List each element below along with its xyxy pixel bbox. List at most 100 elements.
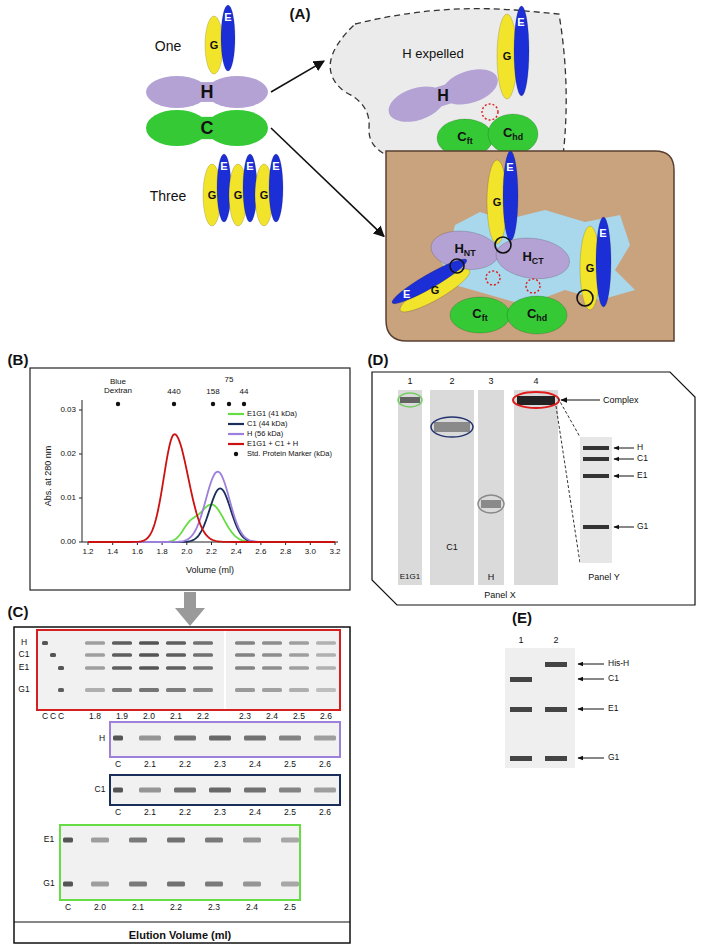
node-outline [595, 216, 612, 308]
subunit-shape [514, 6, 529, 96]
gel-band [139, 653, 159, 657]
expelled-region-outline [330, 9, 566, 165]
figure-label: E1G1 [400, 572, 420, 581]
figure-label: E1 [44, 835, 54, 845]
node-label: Chd [527, 307, 547, 322]
gel-band [235, 641, 255, 645]
gel-band [434, 422, 470, 432]
band-circle [478, 495, 504, 513]
figure-label: 2.6 [320, 712, 332, 722]
subunit-shape [388, 253, 469, 308]
figure-label: 2.2 [170, 903, 182, 913]
gel-band [289, 641, 309, 645]
standard-marker-dot [116, 402, 120, 406]
gel-band [167, 882, 185, 887]
protein-subunit-ellipse: G [399, 268, 471, 313]
legend-label: E1G1 (41 kDa) [247, 410, 297, 419]
figure-label: Panel X [484, 590, 516, 600]
node-label: H [201, 83, 214, 101]
reaction-arrow [271, 61, 324, 92]
protein-subunit-ellipse: E [502, 150, 519, 242]
gel-band [583, 474, 609, 478]
gel-band [262, 653, 282, 657]
elution-curve [88, 434, 335, 542]
protein-dumbbell: H [384, 62, 502, 129]
protein-subunit-ellipse: E [268, 153, 284, 223]
dumbbell-lobe [146, 110, 208, 146]
figure-label: C1 [95, 785, 106, 795]
figure-label: 1.9 [116, 712, 128, 722]
protein-subunit-ellipse: Cft [449, 296, 511, 334]
figure-label: 2.1 [132, 903, 144, 913]
figure-label: Panel Y [588, 572, 619, 582]
gel-band [510, 677, 532, 682]
band-circle [398, 393, 422, 407]
figure-label: C [42, 712, 48, 722]
node-outline [146, 75, 268, 109]
chart-frame [30, 368, 350, 590]
figure-label: 158 [206, 387, 219, 396]
node-label: E [220, 160, 227, 171]
figure-label: C1 [19, 650, 30, 660]
panel-letter: (E) [512, 609, 532, 626]
contact-site-dashed [526, 279, 540, 293]
gel-band [235, 688, 255, 692]
figure-label: Volume (ml) [186, 565, 234, 575]
node-outline [449, 296, 511, 334]
protein-subunit-ellipse: E [242, 153, 258, 223]
node-outline [436, 118, 494, 158]
gel-band [316, 688, 336, 692]
node-outline [513, 5, 530, 97]
y-axis [82, 400, 83, 542]
pointer-arrow [578, 679, 604, 680]
figure-label: 3 [488, 376, 493, 386]
node-label: E [403, 288, 410, 299]
node-label: HNT [454, 242, 475, 257]
gel-band [167, 838, 185, 843]
node-outline [502, 150, 519, 242]
expelled-region: H expelledGEHCftChd [325, 6, 570, 168]
legend-item [228, 414, 244, 415]
protein-subunit-ellipse: G [496, 13, 518, 100]
gel-band [139, 736, 161, 741]
figure-label: 2.4 [249, 760, 261, 770]
gel-band [314, 788, 336, 793]
gel-band [400, 397, 420, 403]
pointer-arrow [578, 709, 604, 710]
subunit-shape [396, 262, 474, 318]
node-outline [385, 150, 675, 342]
legend-item [228, 434, 244, 435]
subunit-shape [429, 227, 501, 273]
legend-item [234, 452, 238, 456]
gel-band [545, 756, 567, 761]
legend-label: E1G1 + C1 + H [247, 440, 298, 449]
figure-label: His-H [608, 659, 629, 669]
gel-band [193, 641, 213, 645]
subunit-shape [229, 164, 247, 226]
figure-label: 440 [167, 387, 180, 396]
gel-band [517, 396, 555, 405]
figure-label: E1 [637, 471, 647, 481]
node-label: G [234, 190, 243, 201]
panel-frame [372, 372, 695, 605]
contact-site [495, 237, 511, 253]
subunit-shape [437, 119, 493, 157]
gel-band [166, 688, 186, 692]
figure-label: 75 [225, 375, 234, 384]
figure-label: C [65, 903, 71, 913]
node-label: G [208, 190, 217, 201]
gel-band [129, 882, 147, 887]
node-label: Cft [457, 130, 472, 145]
gel-lane [580, 437, 612, 563]
figure-label: Complex [603, 395, 639, 405]
gel-band [235, 653, 255, 657]
node-outline [430, 230, 500, 271]
node-outline [506, 295, 568, 335]
figure-label: G1 [637, 522, 648, 532]
gel-band [166, 653, 186, 657]
gel-band [243, 882, 261, 887]
figure-label: 2.3 [214, 808, 226, 818]
figure-label: 0.02 [60, 449, 76, 458]
node-outline [254, 163, 274, 227]
protein-subunit-ellipse: G [579, 225, 601, 311]
